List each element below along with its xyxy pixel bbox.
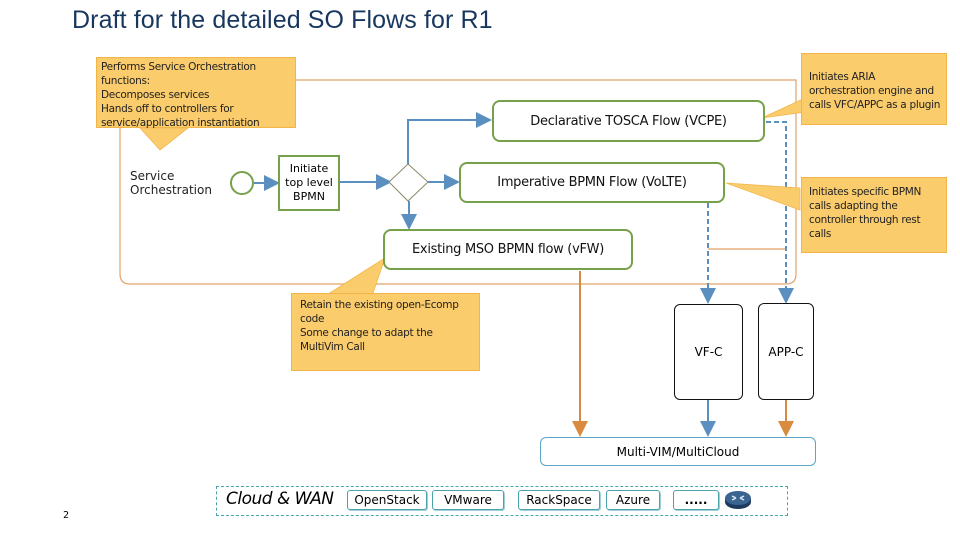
multivim-box[interactable]: Multi-VIM/MultiCloud (540, 437, 816, 466)
callout-line: code (300, 313, 325, 325)
callout-bpmn-specific: Initiates specific BPMN calls adapting t… (801, 177, 947, 253)
callout-line: calls adapting the (809, 200, 898, 212)
callout-tail-so (139, 127, 190, 151)
start-event-circle (230, 171, 254, 195)
callout-line: Some change to adapt the (300, 327, 433, 339)
callout-tail-retain (323, 257, 386, 297)
router-icon (725, 491, 751, 509)
cloud-item-label: OpenStack (354, 493, 420, 507)
initiate-task[interactable]: Initiate top level BPMN (278, 155, 340, 211)
task-line: BPMN (293, 190, 325, 203)
callout-line: MultiVim Call (300, 341, 365, 353)
callout-line: functions: (101, 75, 150, 87)
appc-label: APP-C (768, 344, 804, 359)
gateway-diamond (388, 163, 429, 202)
existing-flow-label: Existing MSO BPMN flow (vFW) (412, 242, 604, 257)
callout-line: controller through rest (809, 214, 921, 226)
page-number: 2 (63, 510, 70, 521)
so-pool-frame (119, 79, 797, 285)
task-line: Initiate (289, 162, 329, 175)
callout-line: Performs Service Orchestration (101, 61, 256, 73)
vfc-box[interactable]: VF-C (674, 304, 743, 400)
cloud-item-label: RackSpace (526, 493, 592, 507)
existing-flow-box[interactable]: Existing MSO BPMN flow (vFW) (383, 229, 633, 270)
imperative-flow-box[interactable]: Imperative BPMN Flow (VoLTE) (459, 162, 725, 203)
callout-tail-bpmn (725, 182, 801, 211)
callout-line: calls VFC/APPC as a plugin (809, 99, 941, 111)
callout-line: calls (809, 228, 832, 240)
cloud-wan-frame (216, 486, 788, 516)
so-label: Service Orchestration (130, 169, 212, 197)
cloud-item-rackspace[interactable]: RackSpace (518, 490, 600, 510)
arrow-declarative-to-appc (766, 121, 794, 304)
cloud-item-openstack[interactable]: OpenStack (347, 490, 427, 510)
callout-line: service/application instantiation (101, 117, 260, 129)
cloud-item-azure[interactable]: Azure (606, 490, 660, 510)
multivim-label: Multi-VIM/MultiCloud (616, 444, 740, 459)
cloud-item-label: ..... (684, 493, 708, 507)
callout-line: orchestration engine and (809, 85, 934, 97)
callout-tail-aria (761, 97, 806, 119)
appc-box[interactable]: APP-C (758, 303, 814, 400)
so-label-line: Orchestration (130, 183, 212, 197)
cloud-item-label: VMware (444, 493, 492, 507)
cloud-item-label: Azure (615, 493, 651, 507)
cloud-wan-label: Cloud & WAN (226, 489, 334, 509)
callout-line: Hands off to controllers for (101, 103, 234, 115)
imperative-flow-label: Imperative BPMN Flow (VoLTE) (497, 175, 687, 190)
callout-aria: Initiates ARIA orchestration engine and … (801, 53, 947, 125)
so-label-line: Service (130, 169, 175, 183)
declarative-flow-label: Declarative TOSCA Flow (VCPE) (530, 113, 727, 129)
arrow-gateway-to-declarative (407, 112, 492, 164)
callout-so-functions: Performs Service Orchestration functions… (96, 57, 296, 129)
callout-line: Retain the existing open-Ecomp (300, 299, 459, 311)
callout-line: Initiates specific BPMN (809, 186, 922, 198)
slide-title: Draft for the detailed SO Flows for R1 (72, 6, 493, 34)
declarative-flow-box[interactable]: Declarative TOSCA Flow (VCPE) (492, 100, 765, 142)
task-line: top level (285, 176, 333, 189)
callout-retain: Retain the existing open-Ecomp code Some… (291, 293, 480, 371)
vfc-label: VF-C (694, 345, 723, 359)
callout-line: Initiates ARIA (809, 71, 876, 83)
cloud-item-more[interactable]: ..... (673, 490, 719, 510)
callout-line: Decomposes services (101, 89, 210, 101)
cloud-item-vmware[interactable]: VMware (432, 490, 504, 510)
